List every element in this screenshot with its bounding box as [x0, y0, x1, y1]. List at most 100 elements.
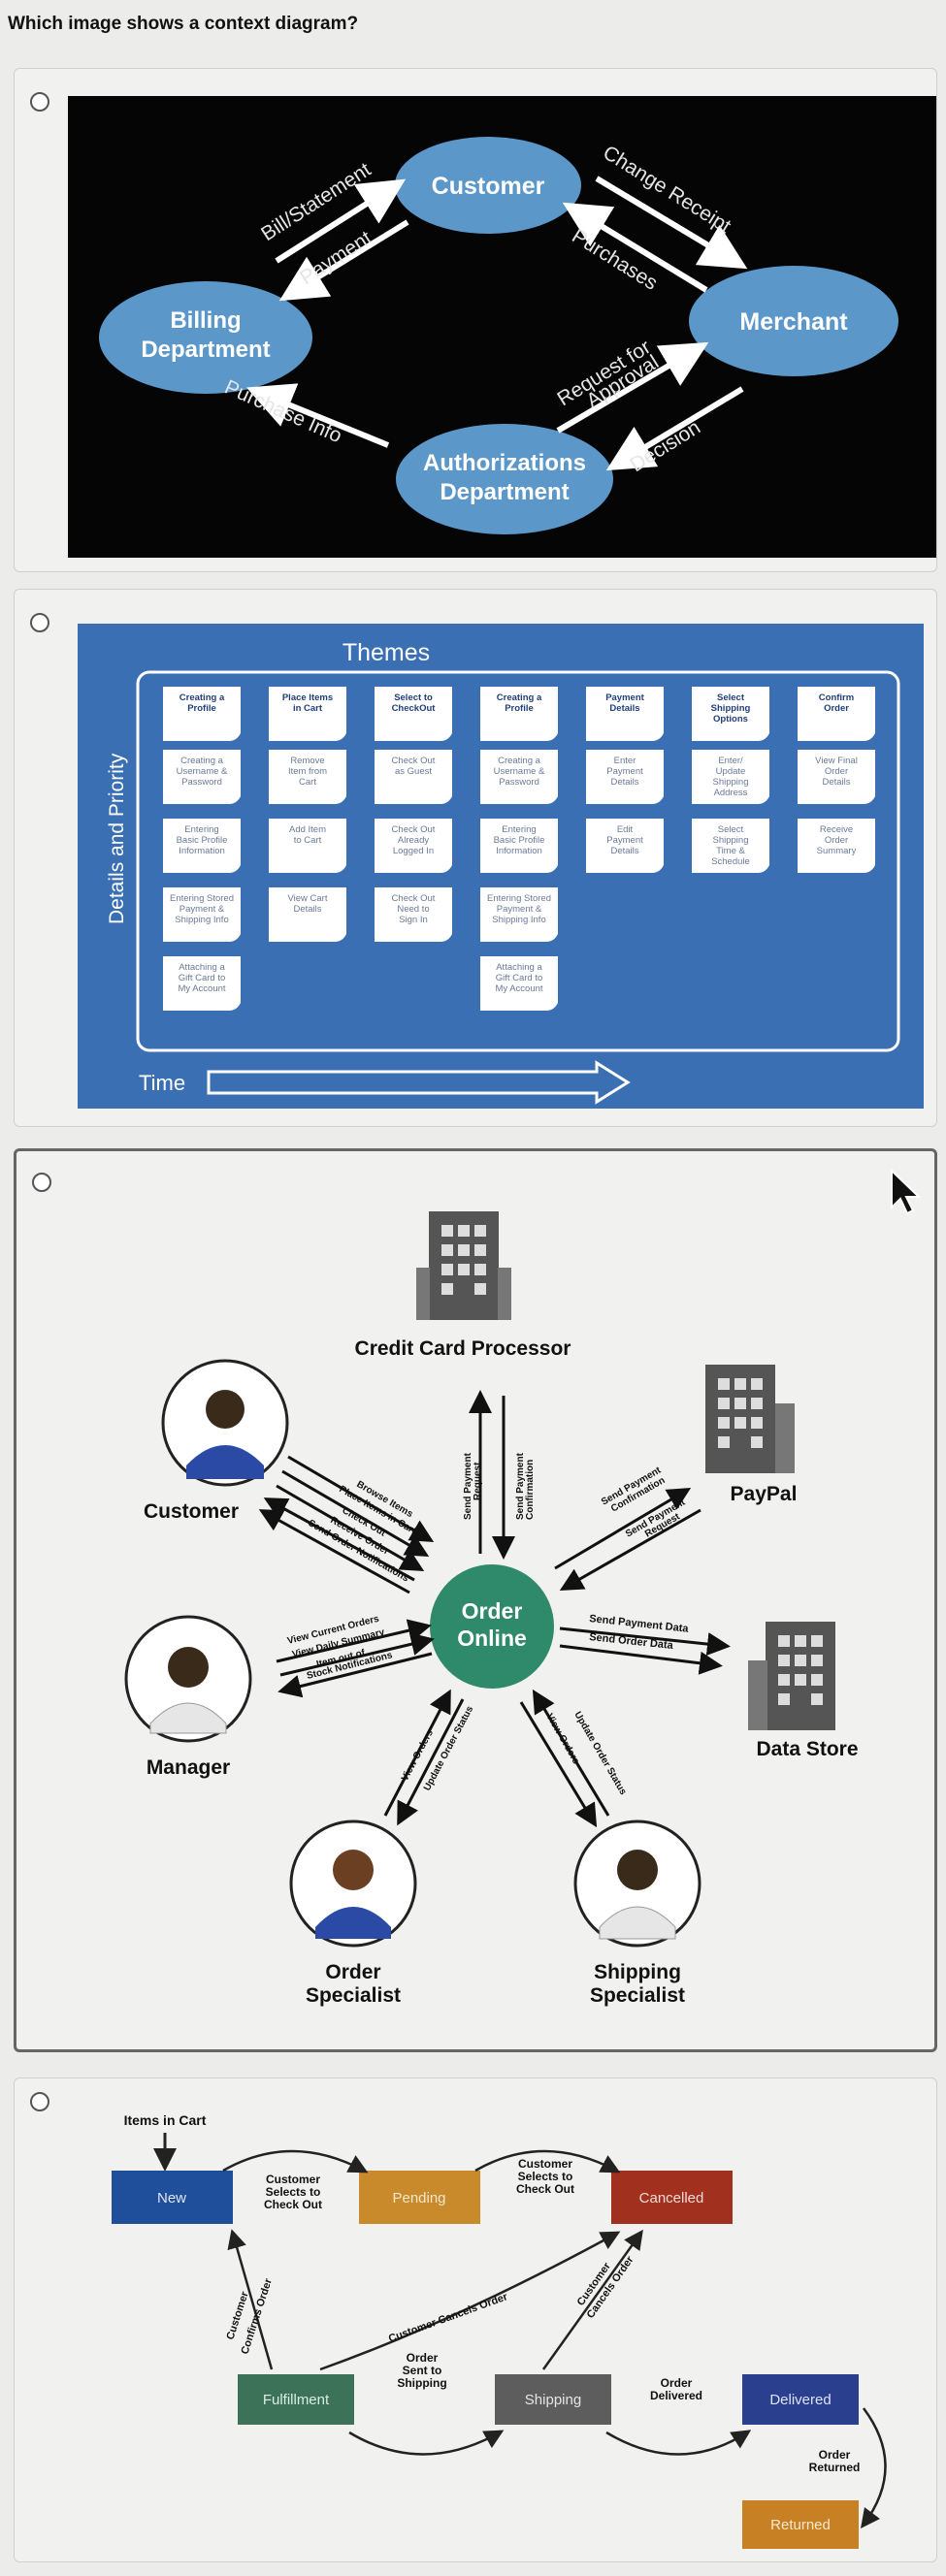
arrow-pending-cancelled	[474, 2149, 621, 2174]
label-credit-in: Send Payment	[515, 1452, 526, 1520]
label-delivered-returned-1: Order	[819, 2448, 851, 2462]
theme-header-3	[480, 687, 558, 741]
billing-node	[99, 281, 312, 394]
story-card-0-3	[163, 956, 241, 1011]
story-card-6-0-line-2: Details	[822, 777, 850, 788]
story-card-3-0-line-0: Creating a	[498, 756, 541, 766]
story-card-1-1-line-0: Add Item	[289, 824, 326, 835]
story-card-2-2-line-2: Sign In	[399, 915, 428, 925]
theme-header-0	[163, 687, 241, 741]
option-a[interactable]: Customer Billing Department Merchant Aut…	[14, 68, 937, 572]
theme-header-3-line-1: Profile	[505, 703, 534, 714]
story-card-5-1-line-3: Schedule	[711, 856, 750, 867]
story-card-3-3-line-0: Attaching a	[496, 962, 542, 973]
story-card-3-1-line-2: Information	[496, 846, 542, 856]
context-diagram-image: Customer Billing Department Merchant Aut…	[68, 96, 936, 558]
arrow-fulfillment-shipping	[348, 2430, 505, 2456]
story-card-5-0-line-2: Shipping	[713, 777, 749, 788]
theme-header-3-line-0: Creating a	[497, 692, 542, 703]
time-arrow	[207, 1060, 631, 1105]
story-card-2-1-line-0: Check Out	[392, 824, 436, 835]
story-card-4-1-line-1: Payment	[606, 835, 643, 846]
story-card-0-3-line-0: Attaching a	[179, 962, 225, 973]
shipping-specialist-label-1: Shipping	[594, 1961, 681, 1983]
order-specialist-avatar-icon	[289, 1819, 417, 1948]
label-credit-out: Send Payment	[463, 1452, 473, 1520]
story-card-1-2-line-1: Details	[293, 904, 321, 915]
theme-header-6	[798, 687, 875, 741]
story-card-3-0-line-1: Username &	[494, 766, 545, 777]
story-card-4-1-line-0: Edit	[617, 824, 634, 835]
option-d[interactable]: Items in Cart New Pending Cancelled Fulf…	[14, 2077, 937, 2562]
story-card-1-0-line-2: Cart	[299, 777, 316, 788]
story-card-0-1-line-2: Information	[179, 846, 225, 856]
paypal-building-icon	[705, 1365, 795, 1473]
story-card-0-0-line-0: Creating a	[180, 756, 224, 766]
arrow-manager-2	[279, 1632, 435, 1677]
state-fulfillment-label: Fulfillment	[263, 2392, 330, 2408]
arrow-customer-1	[287, 1455, 435, 1543]
state-cancelled-label: Cancelled	[639, 2190, 704, 2206]
story-card-0-2-line-0: Entering Stored	[170, 893, 234, 904]
theme-header-5-line-2: Options	[713, 714, 748, 724]
story-card-3-2	[480, 887, 558, 942]
state-fulfillment	[238, 2374, 354, 2425]
merchant-node-label: Merchant	[739, 308, 848, 336]
theme-header-4-line-1: Details	[609, 703, 639, 714]
story-card-1-1-line-1: to Cart	[294, 835, 322, 846]
radio-option-c[interactable]	[32, 1173, 51, 1192]
story-card-4-0-line-0: Enter	[614, 756, 636, 766]
theme-header-2	[375, 687, 452, 741]
story-card-3-2-line-1: Payment &	[497, 904, 542, 915]
arrow-paypal-1	[554, 1487, 692, 1570]
story-card-3-1-line-0: Entering	[502, 824, 536, 835]
story-card-2-0	[375, 750, 452, 804]
radio-option-a[interactable]	[30, 92, 49, 112]
state-new-label: New	[157, 2190, 186, 2206]
state-delivered	[742, 2374, 859, 2425]
story-card-0-2-line-2: Shipping Info	[175, 915, 228, 925]
story-card-1-0-line-0: Remove	[290, 756, 324, 766]
arrow-new-fulfillment	[227, 2229, 274, 2370]
arrow-order-spec-2	[397, 1698, 465, 1826]
story-card-0-0	[163, 750, 241, 804]
label-new-pending-2: Selects to	[266, 2185, 321, 2199]
arrow-delivered-returned	[861, 2407, 887, 2529]
authorizations-node-label-1: Authorizations	[423, 450, 586, 476]
theme-header-5-line-0: Select	[717, 692, 745, 703]
story-card-1-2	[269, 887, 346, 942]
radio-option-d[interactable]	[30, 2092, 49, 2111]
radio-option-b[interactable]	[30, 613, 49, 632]
story-card-3-3-line-2: My Account	[495, 983, 542, 994]
label-credit-in-2: Confirmation	[525, 1460, 536, 1520]
arrow-customer-4	[263, 1497, 415, 1582]
arrow-customer-3	[276, 1484, 425, 1572]
label-fulfillment-shipping-1: Order	[407, 2351, 439, 2365]
billing-node-label-1: Billing	[170, 307, 241, 334]
story-card-5-1	[692, 819, 769, 873]
theme-header-5-line-1: Shipping	[711, 703, 751, 714]
themes-board	[136, 670, 900, 1052]
label-shipping-delivered-2: Delivered	[650, 2389, 702, 2402]
story-card-5-0-line-0: Enter/	[718, 756, 743, 766]
story-card-2-1-line-2: Logged In	[393, 846, 434, 856]
arrow-cancel-short	[541, 2229, 643, 2370]
arrow-customer-2	[281, 1469, 430, 1558]
theme-header-4-line-0: Payment	[605, 692, 644, 703]
story-card-0-3-line-2: My Account	[178, 983, 225, 994]
label-new-pending-3: Check Out	[264, 2198, 322, 2211]
story-card-5-1-line-1: Shipping	[713, 835, 749, 846]
theme-header-1	[269, 687, 346, 741]
themes-title: Themes	[343, 639, 430, 666]
shipping-specialist-avatar-icon	[573, 1819, 701, 1948]
story-card-1-0-line-1: Item from	[288, 766, 327, 777]
story-card-4-1	[586, 819, 664, 873]
label-ship-spec-1: Update Order Status	[571, 1710, 628, 1797]
option-c[interactable]: Credit Card Processor PayPal Data Store	[14, 1148, 937, 2052]
label-new-pending-1: Customer	[266, 2173, 320, 2186]
theme-header-2-line-1: CheckOut	[392, 703, 437, 714]
arrow-customer-5	[258, 1509, 410, 1594]
story-card-4-1-line-2: Details	[610, 846, 638, 856]
